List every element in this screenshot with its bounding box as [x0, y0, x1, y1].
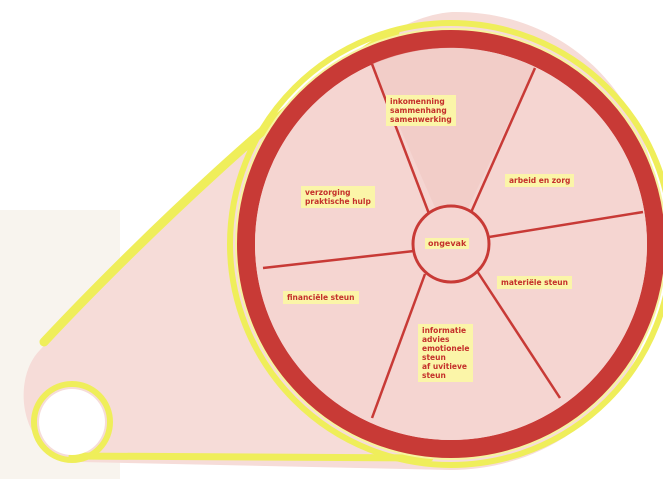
segment-label-right: materiële steun: [497, 276, 572, 289]
segment-label-left: financiële steun: [283, 291, 359, 304]
segment-label-upper-right: arbeid en zorg: [505, 174, 574, 187]
yellow-rim-lower: [72, 456, 430, 458]
segment-label-upper-left: verzorging praktische hulp: [301, 186, 375, 208]
tail-hole: [39, 389, 105, 455]
hub-label: ongevak: [425, 238, 469, 249]
segment-label-bottom: informatie advies emotionele steun af uv…: [418, 324, 473, 382]
segment-label-top: inkomenning sammenhang samenwerking: [386, 95, 456, 126]
